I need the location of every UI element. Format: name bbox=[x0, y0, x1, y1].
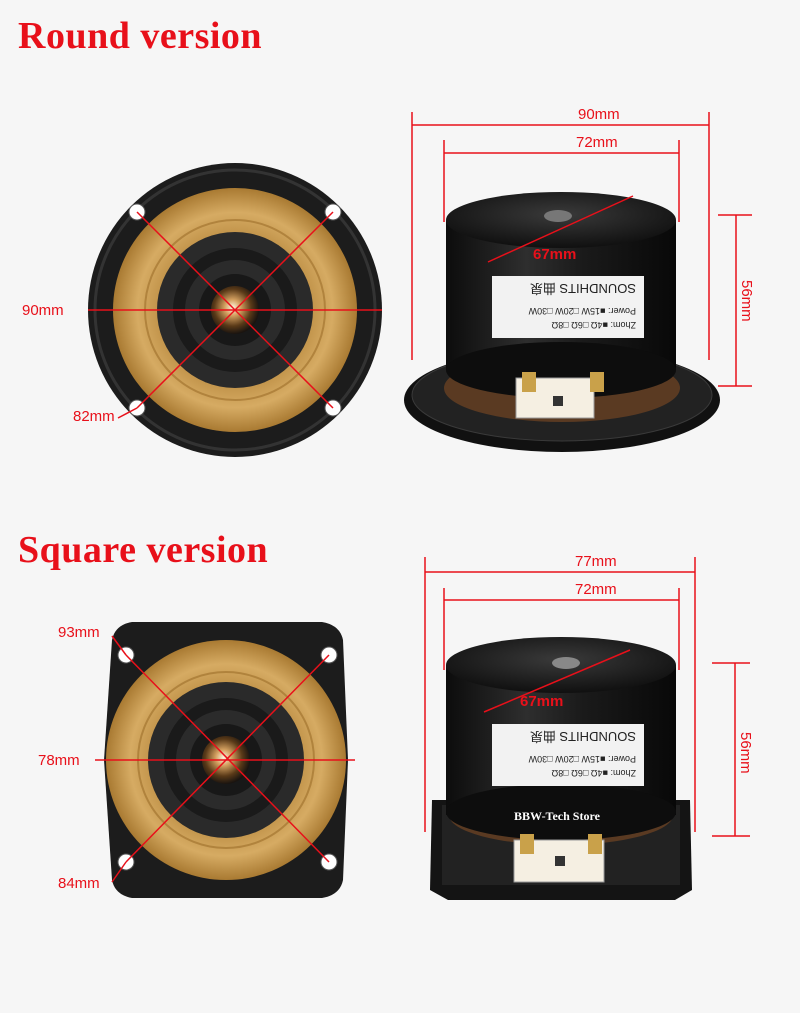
square-front-speaker bbox=[104, 622, 348, 898]
svg-text:Zhom: ■4Ω □6Ω □8Ω: Zhom: ■4Ω □6Ω □8Ω bbox=[551, 768, 636, 778]
square-height-label: 56mm bbox=[737, 732, 754, 774]
square-version-title: Square version bbox=[18, 529, 269, 571]
square-width-label: 78mm bbox=[38, 752, 80, 769]
round-front-dimensions bbox=[88, 211, 382, 419]
svg-text:Power: ■15W □20W □30W: Power: ■15W □20W □30W bbox=[528, 754, 636, 764]
square-side-speaker bbox=[430, 637, 692, 900]
square-front-dimensions bbox=[95, 635, 355, 883]
round-spec-text: Zhom: ■4Ω □6Ω □8Ω Power: ■15W □20W □30W … bbox=[528, 281, 636, 330]
store-watermark: BBW-Tech Store bbox=[514, 809, 601, 823]
square-magnet-width-label: 72mm bbox=[575, 581, 617, 598]
round-magnet-diameter-label: 67mm bbox=[533, 246, 576, 263]
vent-hole-icon bbox=[552, 657, 580, 669]
square-inner-label: 84mm bbox=[58, 875, 100, 892]
square-diagonal-label: 93mm bbox=[58, 624, 100, 641]
square-side-dimensions bbox=[424, 557, 750, 837]
round-side-dimensions bbox=[411, 112, 752, 387]
square-magnet-diameter-label: 67mm bbox=[520, 693, 563, 710]
round-outer-width-label: 90mm bbox=[578, 106, 620, 123]
square-outer-width-label: 77mm bbox=[575, 553, 617, 570]
svg-text:Power: ■15W □20W □30W: Power: ■15W □20W □30W bbox=[528, 306, 636, 316]
spec-label bbox=[492, 276, 644, 338]
svg-text:SOUNDHITS 曲泉: SOUNDHITS 曲泉 bbox=[530, 729, 636, 744]
spec-label bbox=[492, 724, 644, 786]
round-diameter-label: 90mm bbox=[22, 302, 64, 319]
svg-text:Zhom: ■4Ω □6Ω □8Ω: Zhom: ■4Ω □6Ω □8Ω bbox=[551, 320, 636, 330]
vent-hole-icon bbox=[544, 210, 572, 222]
square-spec-text: Zhom: ■4Ω □6Ω □8Ω Power: ■15W □20W □30W … bbox=[528, 729, 636, 778]
svg-text:SOUNDHITS 曲泉: SOUNDHITS 曲泉 bbox=[530, 281, 636, 296]
round-side-speaker bbox=[404, 192, 720, 452]
round-magnet-width-label: 72mm bbox=[576, 134, 618, 151]
round-inner-label: 82mm bbox=[73, 408, 115, 425]
round-version-title: Round version bbox=[18, 15, 263, 57]
round-height-label: 56mm bbox=[738, 280, 755, 322]
